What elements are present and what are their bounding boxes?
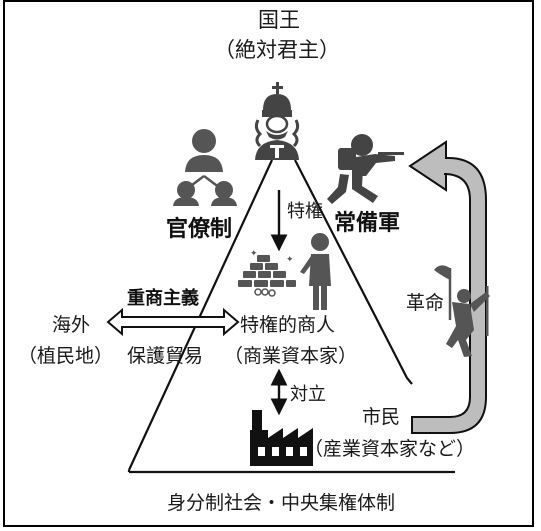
revolution-label: 革命 xyxy=(406,292,445,314)
pyramid-right-edge xyxy=(294,159,413,385)
revolution-arrow xyxy=(408,140,487,434)
bureaucracy-icon xyxy=(173,129,237,206)
bureaucracy-label: 官僚制 xyxy=(166,217,233,242)
merchants-label: 特権的商人 xyxy=(240,314,336,336)
conflict-label: 対立 xyxy=(290,384,326,405)
protective-trade-arrow xyxy=(106,307,240,337)
pyramid-left-edge xyxy=(128,159,273,471)
king-icon xyxy=(254,82,300,160)
army-label: 常備軍 xyxy=(334,211,401,236)
mercantilism-label: 重商主義 xyxy=(127,288,199,309)
protective-trade-label: 保護貿易 xyxy=(127,345,204,367)
svg-text:✦: ✦ xyxy=(286,255,294,265)
factory-icon xyxy=(250,410,313,466)
society-pyramid xyxy=(127,159,455,474)
citizens-label: 市民 xyxy=(362,406,401,428)
gold-bars-icon: ✦ ✦ xyxy=(238,249,296,297)
overseas-sublabel: （植民地） xyxy=(18,345,114,367)
overseas-label: 海外 xyxy=(52,314,91,336)
revolutionary-icon xyxy=(434,265,490,357)
king-title: 国王 xyxy=(258,8,300,32)
soldier-icon xyxy=(327,134,404,204)
merchant-icon xyxy=(300,233,331,310)
merchants-sublabel: （商業資本家） xyxy=(224,345,358,367)
svg-text:✦: ✦ xyxy=(250,249,258,259)
footer-label: 身分制社会・中央集権体制 xyxy=(167,492,396,514)
citizens-sublabel: （産業資本家など） xyxy=(304,438,476,460)
king-subtitle: （絶対君主） xyxy=(214,38,340,62)
privilege-label: 特権 xyxy=(287,201,323,222)
